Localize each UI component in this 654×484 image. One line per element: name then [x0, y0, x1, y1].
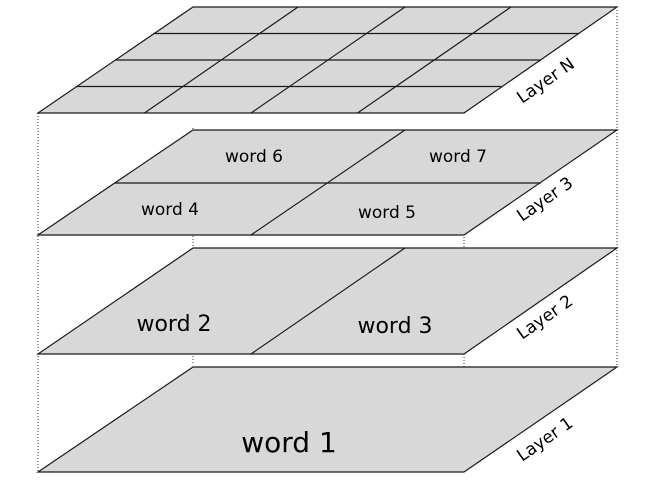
word-4-label: word 4: [141, 200, 199, 220]
word-5-label: word 5: [358, 203, 416, 223]
word-6-label: word 6: [225, 147, 283, 167]
word-7-label: word 7: [429, 147, 487, 167]
word-1-label: word 1: [241, 426, 337, 459]
layer-3: word 4 word 5 word 6 word 7 Layer 3: [36, 129, 619, 236]
layer-n: Layer N: [36, 6, 619, 114]
layer-2-divider: [250, 247, 406, 355]
layer-1: word 1 Layer 1: [36, 366, 619, 473]
word-3-label: word 3: [357, 314, 432, 339]
layer-3-vertical-divider: [250, 129, 406, 236]
word-2-label: word 2: [136, 312, 211, 337]
layer-n-grid: [76, 6, 579, 114]
layer-1-plane: [36, 366, 619, 473]
layer-2: word 2 word 3 Layer 2: [36, 247, 619, 355]
